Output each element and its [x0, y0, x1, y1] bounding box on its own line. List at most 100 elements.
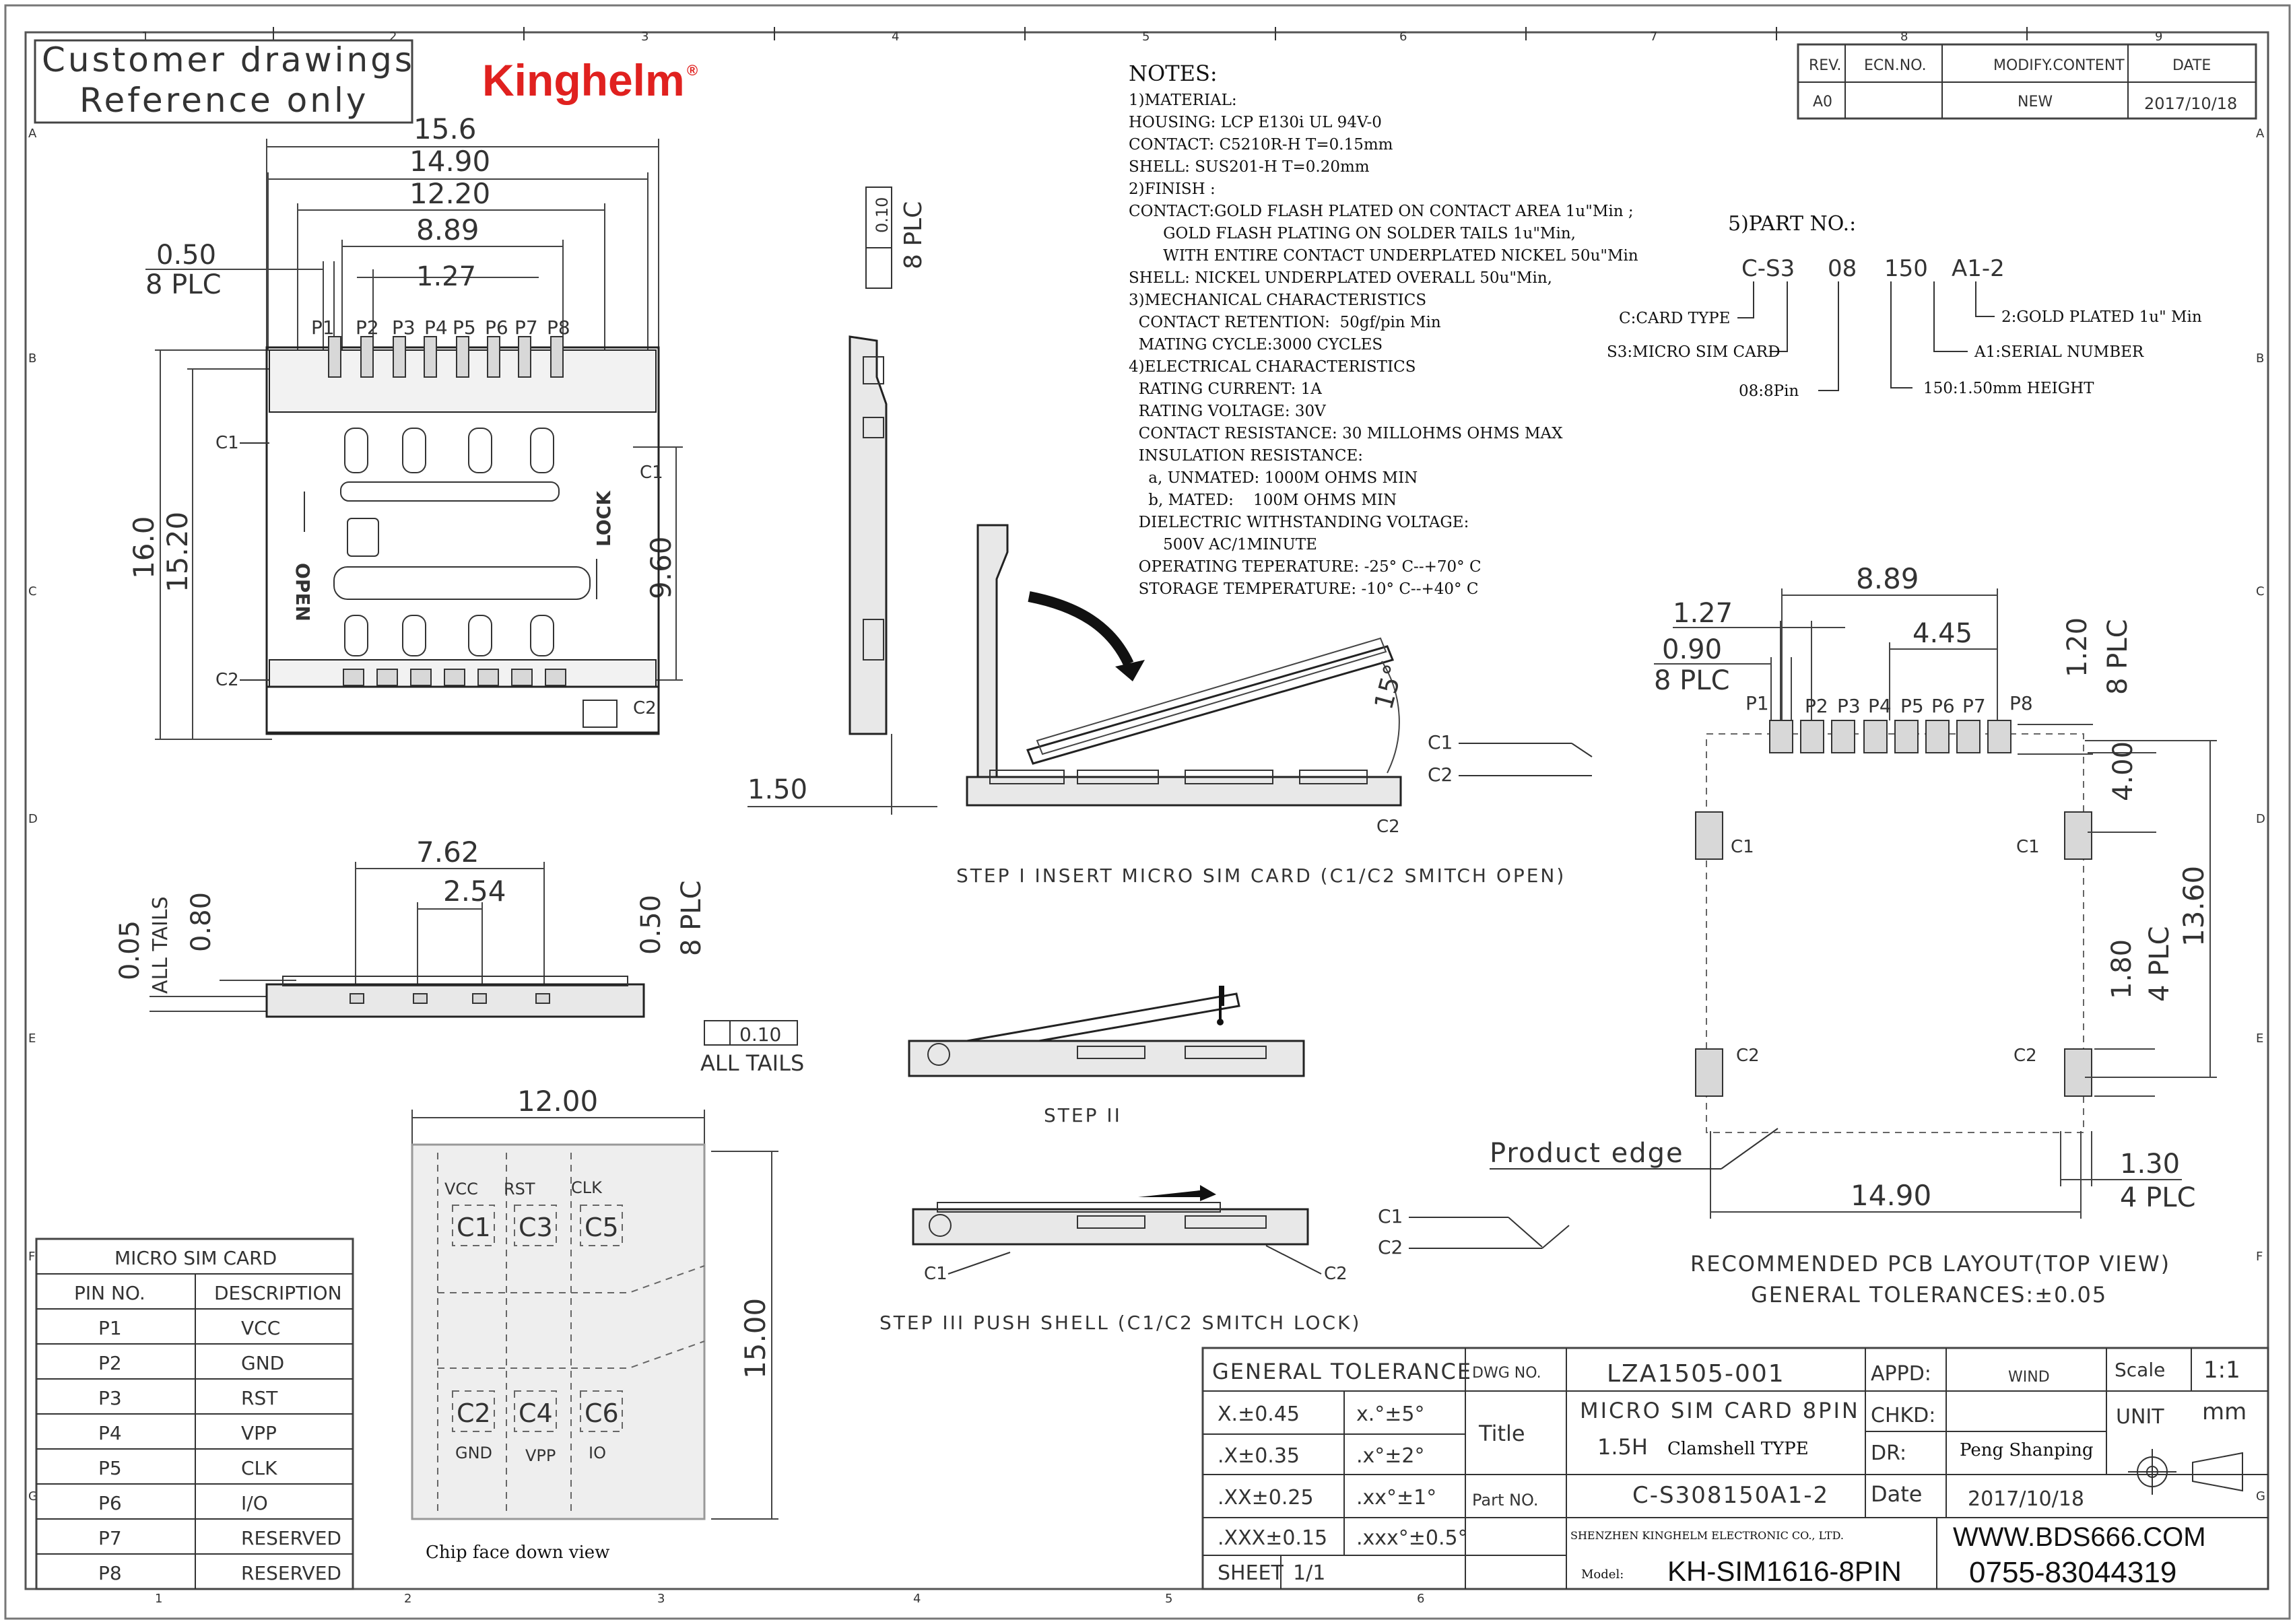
zone-row-g: G: [28, 1489, 38, 1503]
inner-border: [24, 31, 2269, 1590]
dr-value: Peng Shanping: [1960, 1440, 2094, 1460]
pcb-pin-p4: P4: [1868, 695, 1892, 717]
note-line-12: 4)ELECTRICAL CHARACTERISTICS: [1129, 358, 1416, 376]
step3-c1-label: C1: [924, 1264, 947, 1284]
pcb-layout: 8.89 1.27 0.90 8 PLC 4.45 1.20 8 PLC P1 …: [1490, 562, 2217, 1308]
pcb-c1-right: C1: [2016, 837, 2040, 857]
pin-label-p1: P1: [311, 316, 335, 339]
note-line-4: 2)FINISH :: [1129, 180, 1216, 198]
pin-label-p3: P3: [392, 316, 415, 339]
pcb-dim-4-plc-2: 4 PLC: [2120, 1182, 2196, 1213]
zone-col-4: 4: [892, 30, 899, 44]
pin-row-3-pin: P3: [98, 1387, 122, 1409]
card-guide-bar: [333, 566, 591, 600]
pin-row-4-pin: P4: [98, 1422, 122, 1444]
zone-col-9: 9: [2155, 30, 2162, 44]
zone-col-5-bottom: 5: [1165, 1592, 1172, 1606]
note-line-3: SHELL: SUS201-H T=0.20mm: [1129, 158, 1370, 176]
legend-8pin: 08:8Pin: [1739, 382, 1799, 400]
switch-lock-c2-label: C2: [1378, 1236, 1403, 1258]
pcb-signal-pads: [1769, 720, 2011, 753]
note-line-10: CONTACT RETENTION: 50gf/pin Min: [1129, 314, 1441, 331]
unit-value: mm: [2202, 1398, 2247, 1425]
pin-description-table: MICRO SIM CARD PIN NO. DESCRIPTION P1 VC…: [35, 1238, 354, 1590]
part-number-decode: 5)PART NO.: C-S3 08 150 A1-2 C:CARD TYPE…: [1607, 212, 2202, 400]
pin-table-title: MICRO SIM CARD: [114, 1247, 277, 1269]
step1-angle: 15°: [1368, 661, 1409, 712]
note-line-22: STORAGE TEMPERATURE: -10° C--+40° C: [1129, 580, 1478, 598]
pin-row-4-desc: VPP: [241, 1422, 277, 1444]
brand-registered-mark: ®: [687, 62, 698, 79]
date-header: DATE: [2172, 57, 2211, 74]
zone-row-a-right: A: [2256, 127, 2265, 141]
part-code-pins: 08: [1828, 255, 1857, 282]
zone-row-e: E: [28, 1031, 36, 1046]
sheet-label: SHEET: [1218, 1561, 1284, 1585]
note-line-21: OPERATING TEPERATURE: -25° C--+70° C: [1129, 558, 1482, 576]
pcb-pin-p2: P2: [1805, 695, 1828, 717]
appd-value: WIND: [2008, 1369, 2050, 1386]
company-name: SHENZHEN KINGHELM ELECTRONIC CO., LTD.: [1570, 1529, 1844, 1542]
switch-label-c2-right: C2: [633, 698, 657, 718]
zone-row-b-right: B: [2256, 351, 2264, 366]
note-line-18: b, MATED: 100M OHMS MIN: [1129, 492, 1397, 509]
note-line-1: HOUSING: LCP E130i UL 94V-0: [1129, 114, 1382, 131]
legend-gold-plated: 2:GOLD PLATED 1u" Min: [2001, 308, 2202, 326]
zone-markers-top: 1 2 3 4 5 6 7 8 9: [141, 27, 2162, 44]
date-value: 2017/10/18: [1968, 1487, 2084, 1511]
zone-row-d: D: [28, 812, 38, 826]
zone-col-4-bottom: 4: [913, 1592, 921, 1606]
note-line-2: CONTACT: C5210R-H T=0.15mm: [1129, 136, 1393, 154]
front-dim-7-62: 7.62: [416, 836, 479, 869]
pcb-dim-4-45: 4.45: [1912, 618, 1972, 649]
rev-value: A0: [1813, 94, 1832, 110]
top-view-latch: [583, 700, 618, 728]
card-pad-c5: C5: [585, 1213, 619, 1242]
pcb-dim-4-plc-1: 4 PLC: [2144, 926, 2175, 1003]
zone-row-g-right: G: [2256, 1489, 2265, 1503]
zone-col-3-bottom: 3: [657, 1592, 665, 1606]
step2-caption: STEP II: [1044, 1104, 1122, 1126]
top-view-contact-springs-lower: [344, 615, 554, 656]
pin-label-p8: P8: [547, 316, 570, 339]
step1-caption: STEP I INSERT MICRO SIM CARD (C1/C2 SMIT…: [956, 865, 1566, 887]
modify-content-value: NEW: [2018, 94, 2053, 110]
unit-label: UNIT: [2116, 1405, 2164, 1429]
scale-label: Scale: [2115, 1359, 2165, 1381]
front-dim-0-50: 0.50: [636, 895, 667, 955]
scale-value: 1:1: [2203, 1357, 2240, 1384]
step3-caption: STEP III PUSH SHELL (C1/C2 SMITCH LOCK): [879, 1312, 1361, 1334]
sim-card-chip-face: 12.00 15.00 VCC RST CLK C1 C3 C5 C2 C4 C…: [411, 1085, 778, 1563]
pcb-dim-13-60: 13.60: [2177, 866, 2210, 947]
zone-row-c: C: [28, 584, 37, 599]
step1-c2-label: C2: [1428, 764, 1453, 786]
pin-label-p5: P5: [453, 316, 476, 339]
note-line-14: RATING VOLTAGE: 30V: [1129, 403, 1326, 420]
notes-heading: NOTES:: [1129, 61, 1218, 86]
note-line-11: MATING CYCLE:3000 CYCLES: [1129, 336, 1383, 353]
front-dim-8-plc: 8 PLC: [676, 881, 707, 957]
pcb-c2-right: C2: [2014, 1046, 2037, 1066]
title-height: 1.5H: [1597, 1434, 1648, 1460]
pin-label-p4: P4: [424, 316, 448, 339]
zone-col-2: 2: [389, 30, 397, 44]
card-bottom-label-gnd: GND: [455, 1444, 492, 1462]
front-dim-0-10: 0.10: [739, 1023, 781, 1046]
card-slot-bar: [340, 481, 560, 502]
part-no-value: C-S308150A1-2: [1632, 1482, 1829, 1509]
note-line-19: DIELECTRIC WITHSTANDING VOLTAGE:: [1129, 514, 1469, 531]
note-line-8: SHELL: NICKEL UNDERPLATED OVERALL 50u"Mi…: [1129, 269, 1552, 287]
pcb-dim-1-20: 1.20: [2062, 617, 2093, 677]
zone-col-7: 7: [1650, 30, 1657, 44]
top-view-bottom-tails: [343, 669, 566, 686]
sheet-value: 1/1: [1293, 1561, 1325, 1585]
pin-row-6-pin: P6: [98, 1492, 122, 1514]
pcb-dim-8-89: 8.89: [1856, 562, 1919, 595]
website: WWW.BDS666.COM: [1953, 1522, 2206, 1552]
zone-col-5: 5: [1142, 30, 1150, 44]
pin-label-p2: P2: [356, 316, 379, 339]
pcb-dim-4-00: 4.00: [2108, 741, 2139, 801]
card-top-label-clk: CLK: [571, 1178, 603, 1197]
pcb-dim-1-27: 1.27: [1673, 598, 1733, 629]
pin-row-7-pin: P7: [98, 1527, 122, 1549]
